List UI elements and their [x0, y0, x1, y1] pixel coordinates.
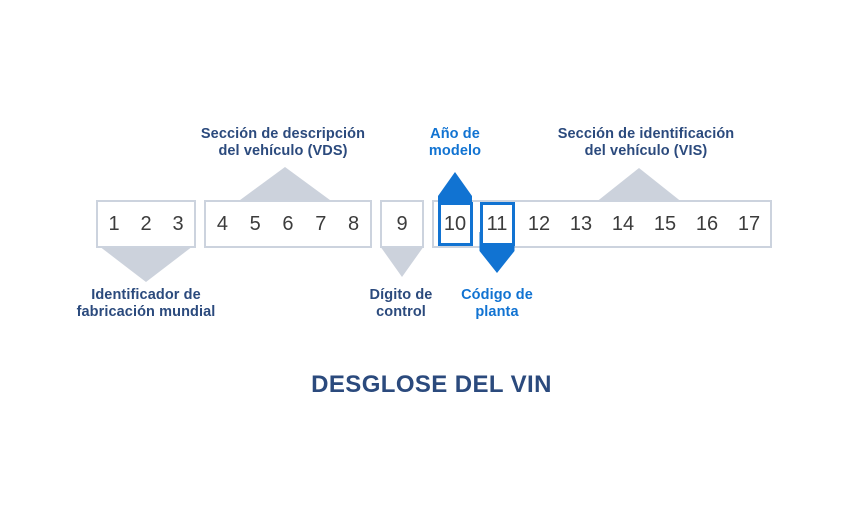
- vin-digit-cell: 7: [304, 202, 337, 246]
- vin-digit-2: 2: [140, 212, 152, 235]
- vin-digit-16: 16: [695, 212, 719, 235]
- label-vds-line2: del vehículo (VDS): [218, 143, 348, 159]
- label-vis: Sección de identificación del vehículo (…: [521, 126, 771, 160]
- label-model-year-line1: Año de: [430, 126, 480, 142]
- vin-digit-cell: 17: [728, 202, 770, 246]
- highlight-box-digit-11: 11: [479, 202, 515, 246]
- vis-pointer-triangle-icon: [595, 168, 683, 203]
- vin-digit-cell: 3: [162, 202, 194, 246]
- vin-digit-1: 1: [108, 212, 120, 235]
- label-wmi-line2: fabricación mundial: [76, 304, 216, 320]
- vin-digit-cell: 4: [206, 202, 239, 246]
- vin-digit-8: 8: [348, 212, 360, 235]
- vin-digit-6: 6: [282, 212, 294, 235]
- label-vds: Sección de descripción del vehículo (VDS…: [163, 126, 403, 160]
- vin-digit-cell: 2: [130, 202, 162, 246]
- label-plant-code: Código de planta: [437, 287, 557, 321]
- vin-digit-13: 13: [569, 212, 593, 235]
- vin-digit-cell: 8: [337, 202, 370, 246]
- label-vis-line2: del vehículo (VIS): [584, 143, 708, 159]
- label-wmi-line1: Identificador de: [91, 287, 201, 303]
- label-plant-code-line1: Código de: [461, 287, 533, 303]
- vin-digit-cell: 5: [239, 202, 272, 246]
- segment-box-check-digit: 9: [380, 200, 424, 248]
- label-vds-line1: Sección de descripción: [200, 126, 366, 142]
- vin-digit-cell: 14: [602, 202, 644, 246]
- label-check-digit-line2: control: [376, 304, 426, 320]
- vin-digit-cell: 12: [518, 202, 560, 246]
- vin-digit-11: 11: [486, 212, 508, 235]
- vds-pointer-triangle-icon: [236, 167, 334, 203]
- vin-digit-cell: 16: [686, 202, 728, 246]
- vin-digit-cell: 9: [382, 202, 422, 246]
- vin-digit-5: 5: [249, 212, 261, 235]
- vin-digit-15: 15: [653, 212, 677, 235]
- label-wmi: Identificador de fabricación mundial: [26, 287, 266, 321]
- vin-digit-cell: 15: [644, 202, 686, 246]
- vin-digit-10: 10: [443, 212, 467, 235]
- label-vis-line1: Sección de identificación: [557, 126, 735, 142]
- label-check-digit-line1: Dígito de: [369, 287, 433, 303]
- vin-digit-4: 4: [216, 212, 228, 235]
- segment-box-wmi: 1 2 3: [96, 200, 196, 248]
- vin-digit-cell: 1: [98, 202, 130, 246]
- wmi-pointer-triangle-icon: [99, 246, 193, 282]
- vin-digit-cell: 6: [272, 202, 305, 246]
- vin-digit-7: 7: [315, 212, 327, 235]
- segment-box-vds: 4 5 6 7 8: [204, 200, 372, 248]
- label-check-digit: Dígito de control: [341, 287, 461, 321]
- vin-digit-12: 12: [527, 212, 551, 235]
- vin-digit-14: 14: [611, 212, 635, 235]
- label-model-year: Año de modelo: [395, 126, 515, 160]
- vin-digit-cell: 13: [560, 202, 602, 246]
- highlight-box-digit-10: 10: [437, 202, 473, 246]
- page-title: DESGLOSE DEL VIN: [311, 371, 552, 398]
- label-plant-code-line2: planta: [475, 304, 519, 320]
- check-digit-pointer-triangle-icon: [380, 246, 424, 277]
- vin-digit-3: 3: [172, 212, 184, 235]
- label-model-year-line2: modelo: [428, 143, 482, 159]
- vin-digit-17: 17: [737, 212, 761, 235]
- vin-digit-9: 9: [396, 212, 408, 235]
